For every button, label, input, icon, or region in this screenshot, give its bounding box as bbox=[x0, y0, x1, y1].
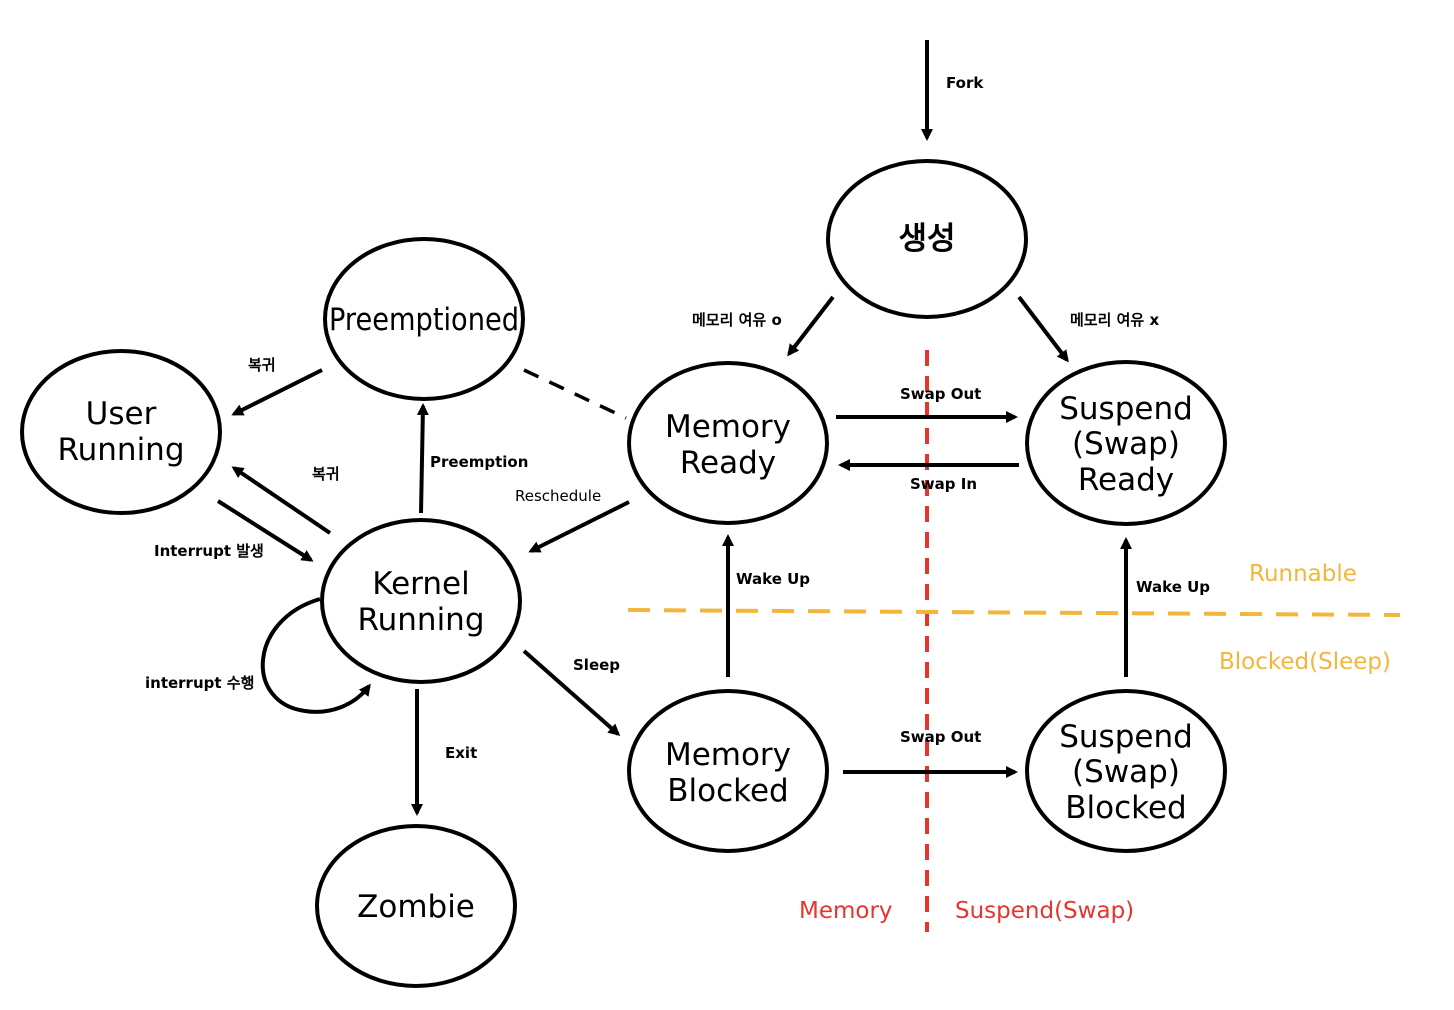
memory-available-label: 메모리 여유 o bbox=[692, 311, 782, 329]
suspend-ready-label-line2: (Swap) bbox=[1072, 426, 1180, 462]
memory-blocked-label-line2: Blocked bbox=[667, 773, 789, 809]
suspend-blocked-label-line1: Suspend bbox=[1059, 719, 1193, 755]
memory-unavailable-arrow bbox=[1017, 295, 1069, 363]
wake-up-memory-label: Wake Up bbox=[736, 570, 810, 588]
reschedule-arrow bbox=[528, 500, 630, 553]
suspend-blocked-label-line2: (Swap) bbox=[1072, 754, 1180, 790]
suspend-ready-label-line3: Ready bbox=[1078, 462, 1174, 498]
kernel-running-node: Kernel Running bbox=[320, 518, 522, 684]
kernel-running-label-line1: Kernel bbox=[372, 566, 469, 602]
preemptioned-node-label: Preemptioned bbox=[329, 302, 519, 338]
preemption-label: Preemption bbox=[430, 453, 528, 471]
fork-label: Fork bbox=[946, 74, 984, 92]
runnable-blocked-divider bbox=[627, 608, 1401, 617]
sleep-arrow bbox=[522, 649, 621, 736]
memory-unavailable-label: 메모리 여유 x bbox=[1070, 311, 1159, 329]
preemption-arrow bbox=[416, 403, 429, 514]
suspend-blocked-node: Suspend (Swap) Blocked bbox=[1025, 689, 1227, 853]
wake-up-suspend-label: Wake Up bbox=[1136, 578, 1210, 596]
blocked-region-label: Blocked(Sleep) bbox=[1219, 649, 1391, 675]
suspend-ready-node: Suspend (Swap) Ready bbox=[1025, 360, 1227, 526]
exit-label: Exit bbox=[445, 744, 477, 762]
interrupt-occurs-label: Interrupt 발생 bbox=[154, 542, 264, 560]
memory-ready-label-line1: Memory bbox=[665, 409, 791, 445]
zombie-node: Zombie bbox=[315, 824, 517, 988]
create-node: 생성 bbox=[826, 159, 1028, 319]
preemptioned-node: Preemptioned bbox=[323, 237, 525, 401]
create-node-label: 생성 bbox=[898, 221, 955, 257]
return-from-preempted-arrow bbox=[231, 368, 323, 416]
preempted-ready-dashed-link bbox=[523, 368, 627, 420]
return-from-kernel-label: 복귀 bbox=[312, 465, 340, 483]
swap-out-blocked-label: Swap Out bbox=[900, 728, 981, 746]
memory-blocked-label-line1: Memory bbox=[665, 737, 791, 773]
swap-out-ready-label: Swap Out bbox=[900, 385, 981, 403]
suspend-region-label: Suspend(Swap) bbox=[955, 898, 1134, 924]
reschedule-label: Reschedule bbox=[515, 487, 601, 505]
memory-blocked-node: Memory Blocked bbox=[627, 689, 829, 853]
runnable-region-label: Runnable bbox=[1249, 561, 1357, 587]
user-running-node: User Running bbox=[20, 349, 222, 515]
interrupt-handling-label: interrupt 수행 bbox=[145, 674, 254, 692]
suspend-ready-label-line1: Suspend bbox=[1059, 391, 1193, 427]
swap-in-label: Swap In bbox=[910, 475, 977, 493]
memory-available-arrow bbox=[787, 295, 835, 357]
zombie-node-label: Zombie bbox=[357, 889, 475, 925]
interrupt-handling-loop bbox=[260, 597, 371, 714]
user-running-label-line1: User bbox=[86, 396, 157, 432]
sleep-label: Sleep bbox=[573, 656, 620, 674]
return-from-preempted-label: 복귀 bbox=[248, 356, 276, 374]
memory-ready-node: Memory Ready bbox=[627, 361, 829, 525]
interrupt-occurs-arrow bbox=[216, 499, 314, 562]
memory-region-label: Memory bbox=[799, 898, 893, 924]
memory-ready-label-line2: Ready bbox=[680, 445, 776, 481]
user-running-label-line2: Running bbox=[57, 432, 184, 468]
suspend-blocked-label-line3: Blocked bbox=[1065, 790, 1187, 826]
kernel-running-label-line2: Running bbox=[357, 602, 484, 638]
return-from-kernel-arrow bbox=[231, 466, 332, 535]
